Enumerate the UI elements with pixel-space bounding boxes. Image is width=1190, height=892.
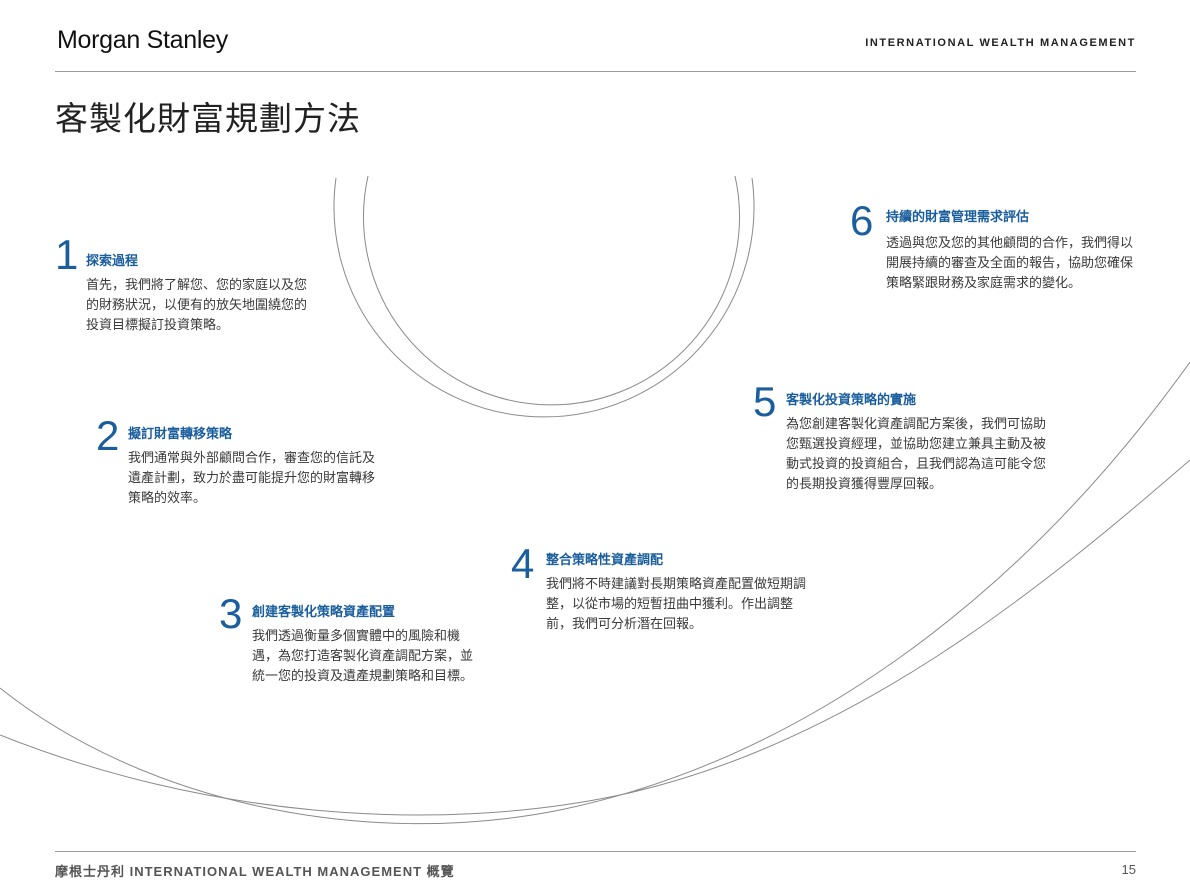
inner-circle-arc-b xyxy=(333,177,755,418)
header-divider xyxy=(55,71,1136,72)
large-arc-inner xyxy=(0,459,1190,816)
step-number: 4 xyxy=(511,540,535,587)
page-number: 15 xyxy=(1121,862,1136,877)
morgan-stanley-logo: Morgan Stanley xyxy=(57,26,228,54)
step-2: 2 擬訂財富轉移策略 我們通常與外部顧問合作，審查您的信託及遺產計劃，致力於盡可… xyxy=(96,415,396,515)
step-heading: 擬訂財富轉移策略 xyxy=(128,427,233,442)
step-body: 我們通常與外部顧問合作，審查您的信託及遺產計劃，致力於盡可能提升您的財富轉移策略… xyxy=(128,451,376,506)
step-number: 1 xyxy=(55,231,79,278)
step-heading: 探索過程 xyxy=(86,254,139,269)
step-1: 1 探索過程 首先，我們將了解您、您的家庭以及您的財務狀況，以便有的放矢地圍繞您… xyxy=(55,234,335,344)
large-arc-outer xyxy=(0,361,1190,825)
step-number: 2 xyxy=(96,412,120,459)
step-body: 我們透過衡量多個實體中的風險和機遇，為您打造客製化資產調配方案，並統一您的投資及… xyxy=(252,629,474,684)
step-6: 6 持續的財富管理需求評估 透過與您及您的其他顧問的合作，我們得以開展持續的審查… xyxy=(850,200,1140,320)
step-body: 為您創建客製化資產調配方案後，我們可協助您甄選投資經理，並協助您建立兼具主動及被… xyxy=(786,417,1047,492)
step-heading: 持續的財富管理需求評估 xyxy=(886,210,1030,225)
step-number: 3 xyxy=(219,590,243,637)
footer-divider xyxy=(55,851,1136,852)
step-4: 4 整合策略性資產調配 我們將不時建議對長期策略資產配置做短期調整，以從市場的短… xyxy=(511,543,811,643)
step-heading: 創建客製化策略資產配置 xyxy=(252,605,396,620)
step-5: 5 客製化投資策略的實施 為您創建客製化資產調配方案後，我們可協助您甄選投資經理… xyxy=(753,381,1053,501)
step-heading: 客製化投資策略的實施 xyxy=(786,393,917,408)
division-label: INTERNATIONAL WEALTH MANAGEMENT xyxy=(865,37,1136,49)
page-title: 客製化財富規劃方法 xyxy=(55,99,361,138)
footer-title: 摩根士丹利 INTERNATIONAL WEALTH MANAGEMENT 概覽 xyxy=(55,864,455,879)
inner-circle-arc-a xyxy=(363,175,740,406)
step-body: 透過與您及您的其他顧問的合作，我們得以開展持續的審查及全面的報告，協助您確保策略… xyxy=(886,236,1134,291)
step-number: 6 xyxy=(850,197,874,244)
step-number: 5 xyxy=(753,378,777,425)
step-heading: 整合策略性資產調配 xyxy=(546,553,664,568)
step-body: 我們將不時建議對長期策略資產配置做短期調整，以從市場的短暫扭曲中獲利。作出調整前… xyxy=(546,577,807,632)
step-body: 首先，我們將了解您、您的家庭以及您的財務狀況，以便有的放矢地圍繞您的投資目標擬訂… xyxy=(86,278,308,333)
step-3: 3 創建客製化策略資產配置 我們透過衡量多個實體中的風險和機遇，為您打造客製化資… xyxy=(219,593,509,713)
